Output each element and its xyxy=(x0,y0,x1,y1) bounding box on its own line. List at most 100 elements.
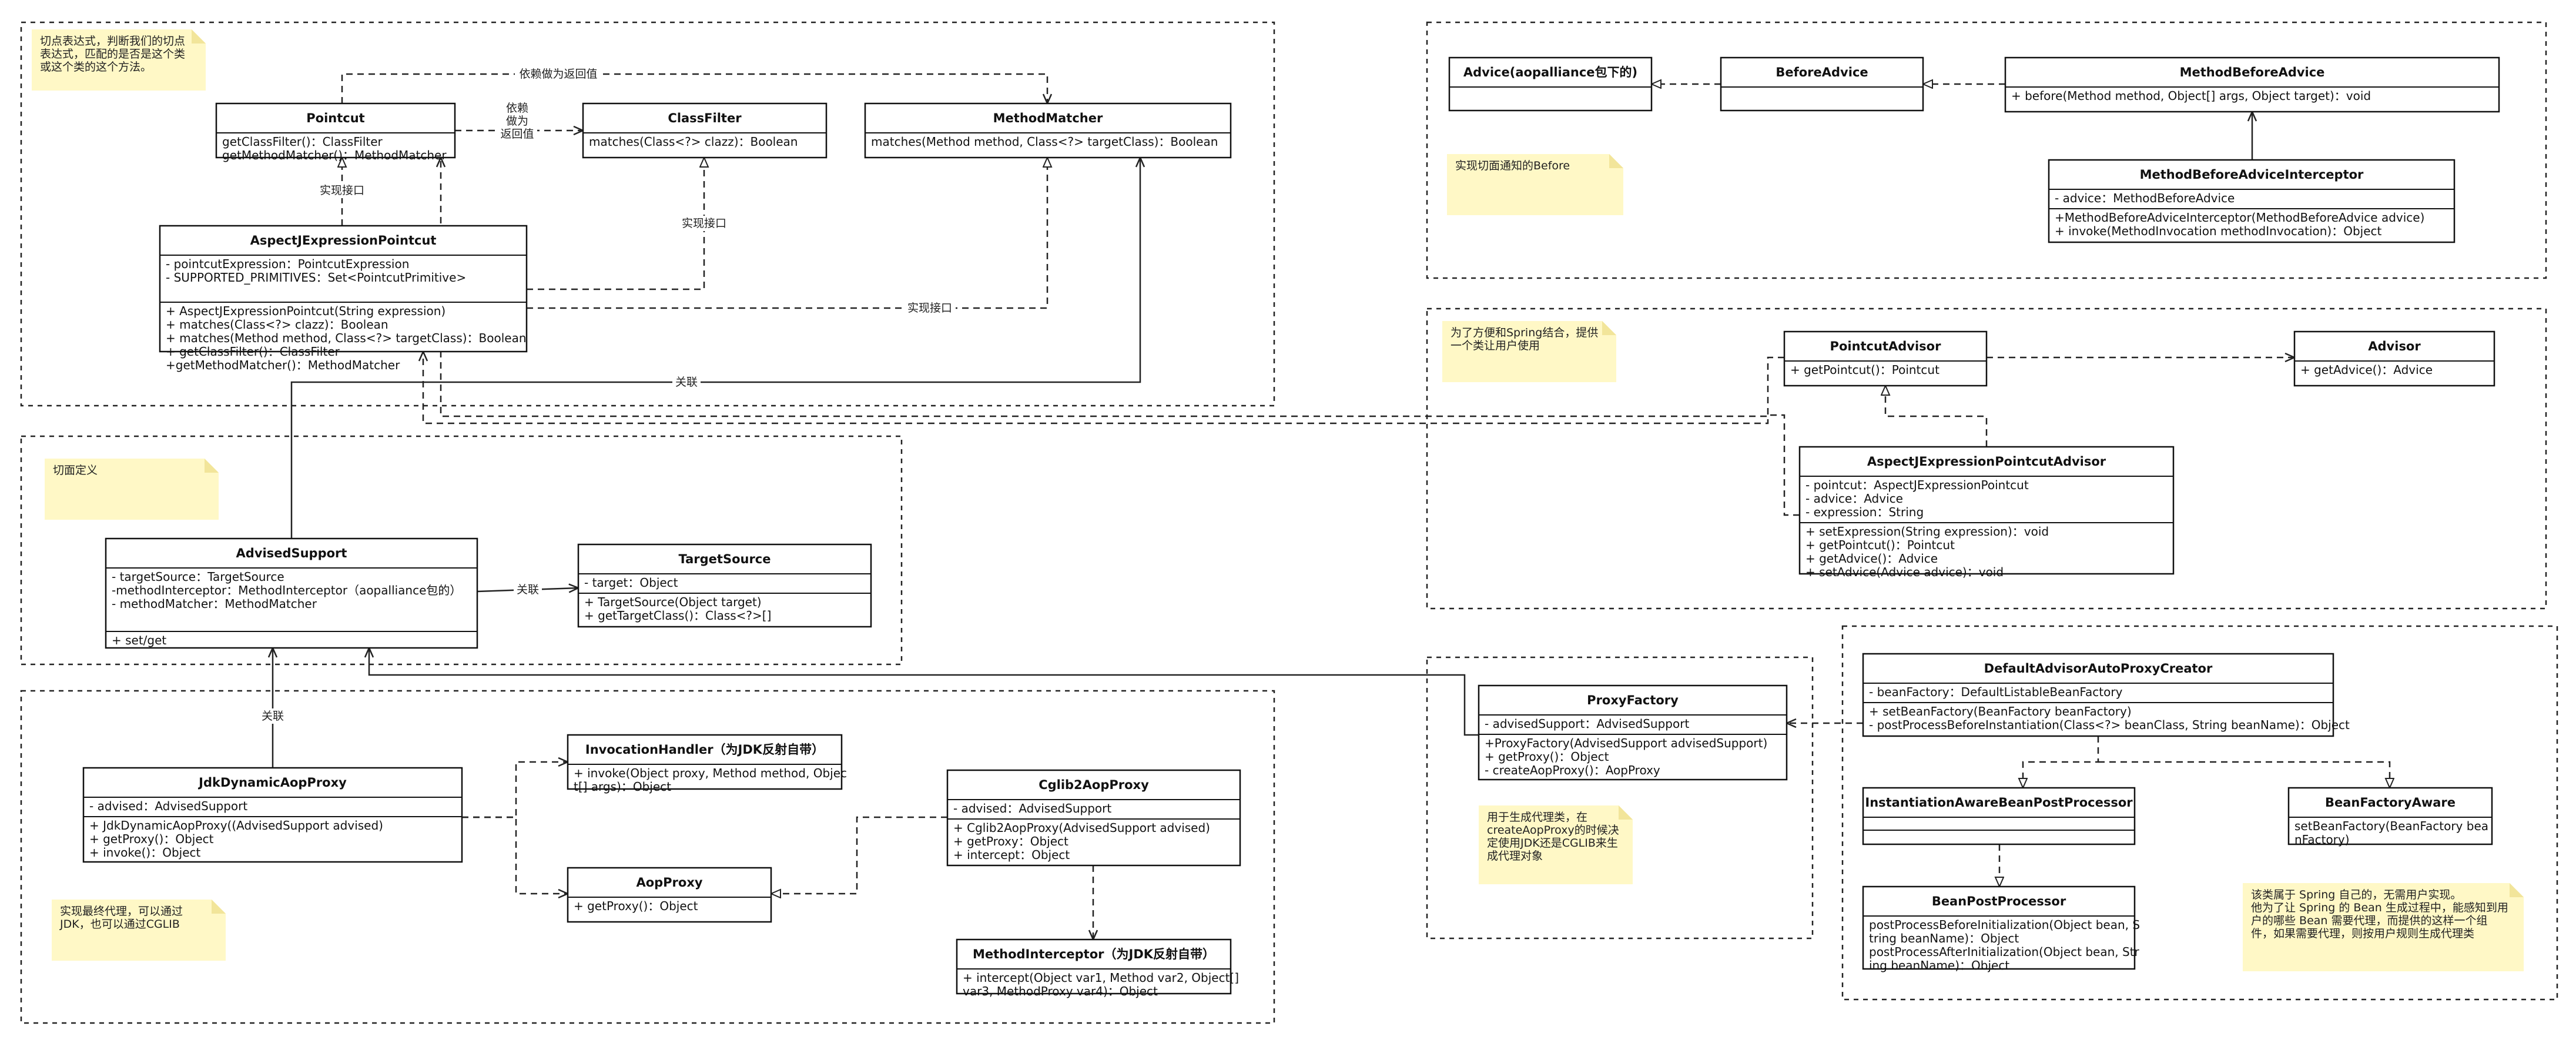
class-operation: + getPointcut()：Pointcut xyxy=(1790,363,1939,377)
edge-label-text: 实现接口 xyxy=(320,184,364,197)
note-fold xyxy=(1602,321,1616,335)
class-operation: getMethodMatcher()：MethodMatcher xyxy=(222,148,447,162)
class-advisor[interactable]: Advisor+ getAdvice()：Advice xyxy=(2293,330,2495,387)
class-title: DefaultAdvisorAutoProxyCreator xyxy=(1984,661,2213,676)
class-operation: + before(Method method, Object[] args, O… xyxy=(2011,89,2371,103)
class-title: InvocationHandler（为JDK反射自带） xyxy=(585,743,824,757)
class-bpp[interactable]: BeanPostProcessorpostProcessBeforeInitia… xyxy=(1862,885,2140,972)
note-creator-note: 该类属于 Spring 自己的，无需用户实现。他为了让 Spring 的 Bea… xyxy=(2243,883,2524,971)
class-title: MethodBeforeAdviceInterceptor xyxy=(2140,168,2364,182)
note-fold xyxy=(1609,154,1623,168)
class-operation: + AspectJExpressionPointcut(String expre… xyxy=(166,304,445,318)
note-body xyxy=(1479,805,1633,884)
edge-label-text: 返回值 xyxy=(500,128,534,141)
edge-label-text: 关联 xyxy=(517,583,539,596)
class-attribute: - pointcut：AspectJExpressionPointcut xyxy=(1805,478,2029,492)
class-title: JdkDynamicAopProxy xyxy=(197,775,347,790)
class-operation: + Cglib2AopProxy(AdvisedSupport advised) xyxy=(953,821,1210,835)
class-operation: postProcessAfterInitialization(Object be… xyxy=(1869,945,2140,959)
class-cglibproxy[interactable]: Cglib2AopProxy - advised：AdvisedSupport + … xyxy=(946,769,1241,867)
class-aspectjpointcut[interactable]: AspectJExpressionPointcut- pointcutExpre… xyxy=(159,225,528,372)
class-operation: - createAopProxy()：AopProxy xyxy=(1485,763,1660,777)
class-aopproxy[interactable]: AopProxy+ getProxy()：Object xyxy=(567,867,772,923)
note-text: 该类属于 Spring 自己的，无需用户实现。 xyxy=(2251,888,2461,901)
creator-package-frame xyxy=(1841,625,2558,1001)
class-targetsource[interactable]: TargetSource- target：Object+ TargetSourc… xyxy=(577,543,872,628)
class-operation: - postProcessBeforeInstantiation(Class<?… xyxy=(1869,718,2350,732)
class-operation: + set/get xyxy=(112,633,166,647)
edge-label-text: 实现接口 xyxy=(907,302,952,315)
class-title: BeanFactoryAware xyxy=(2325,795,2456,810)
edge-autoproxycreator-iabpp-implements xyxy=(2023,736,2099,788)
class-iabpp[interactable]: InstantiationAwareBeanPostProcessor xyxy=(1862,787,2136,845)
class-pointcut[interactable]: PointcutgetClassFilter()：ClassFiltergetM… xyxy=(215,102,456,162)
class-attribute: - targetSource：TargetSource xyxy=(112,570,284,584)
proxy-package-frame xyxy=(20,690,1275,1024)
note-text: createAopProxy的时候决 xyxy=(1487,824,1619,837)
class-pointcutadvisor[interactable]: PointcutAdvisor+ getPointcut()：Pointcut xyxy=(1783,330,1988,387)
class-title: AspectJExpressionPointcutAdvisor xyxy=(1867,454,2106,469)
class-operation: nFactory) xyxy=(2294,833,2350,847)
class-attribute: - advisedSupport：AdvisedSupport xyxy=(1485,717,1689,731)
class-beforeadvice[interactable]: BeforeAdvice xyxy=(1720,56,1924,112)
class-box xyxy=(1862,787,2136,845)
class-advisedsupport[interactable]: AdvisedSupport- targetSource：TargetSourc… xyxy=(105,537,478,649)
edge-cglib-aopproxy-implements xyxy=(771,816,947,894)
note-text: JDK，也可以通过CGLIB xyxy=(59,918,180,931)
class-operation: + getProxy()：Object xyxy=(574,899,698,913)
note-fold xyxy=(1619,805,1633,820)
edge-aspectj-implements-methodmatcher xyxy=(527,158,1047,309)
note-text: 或这个类的这个方法。 xyxy=(40,61,152,73)
class-operation: setBeanFactory(BeanFactory bea xyxy=(2294,819,2488,833)
class-box xyxy=(567,867,772,923)
class-operation: + setAdvice(Advice advice)：void xyxy=(1805,565,2004,579)
class-attribute: - advised：AdvisedSupport xyxy=(953,801,1111,815)
edge-label-background xyxy=(259,708,287,724)
class-operation: getClassFilter()：ClassFilter xyxy=(222,135,383,149)
class-mbainterceptor[interactable]: MethodBeforeAdviceInterceptor- advice：Me… xyxy=(2048,159,2456,243)
class-methodinterceptor[interactable]: MethodInterceptor（为JDK反射自带）+ intercept(O… xyxy=(956,938,1239,998)
edge-label-text: 依赖 xyxy=(506,102,528,115)
class-methodbeforeadvice[interactable]: MethodBeforeAdvice+ before(Method method… xyxy=(2004,56,2500,113)
class-box xyxy=(2293,330,2495,387)
edge-label-assoc-targetsource: 关联 xyxy=(514,582,542,597)
class-attribute: - beanFactory：DefaultListableBeanFactory xyxy=(1869,685,2123,699)
note-text: 件，如果需要代理，则按用户规则生成代理类 xyxy=(2251,927,2474,940)
class-invocationhandler[interactable]: InvocationHandler（为JDK反射自带） + invoke(Obje… xyxy=(567,734,847,794)
class-bfaware[interactable]: BeanFactoryAware setBeanFactory(BeanFacto… xyxy=(2287,787,2493,847)
class-box xyxy=(2048,159,2456,243)
class-box xyxy=(82,767,463,863)
edge-proxyfactory-advisedsupport-association xyxy=(369,648,1479,736)
class-advice[interactable]: Advice(aopalliance包下的) xyxy=(1448,56,1653,112)
class-operation: + matches(Method method, Class<?> target… xyxy=(166,331,527,345)
note-layer: 切点表达式，判断我们的切点表达式，匹配的是否是这个类或这个类的这个方法。切面定义… xyxy=(32,29,2524,971)
class-operation: t[] args)：Object xyxy=(574,780,671,794)
class-attribute: - methodMatcher：MethodMatcher xyxy=(112,597,317,611)
class-attribute: - expression：String xyxy=(1805,505,1924,519)
class-autoproxycreator[interactable]: DefaultAdvisorAutoProxyCreator - beanFact… xyxy=(1862,653,2350,737)
class-box xyxy=(2287,787,2493,845)
class-operation: + invoke(Object proxy, Method method, Ob… xyxy=(574,766,847,780)
class-aspectjadvisor[interactable]: AspectJExpressionPointcutAdvisor - pointc… xyxy=(1798,446,2175,579)
edge-label-assoc-advised-matcher: 关联 xyxy=(672,375,701,390)
class-operation: + getProxy()：Object xyxy=(1485,750,1609,764)
class-title: Cglib2AopProxy xyxy=(1039,778,1149,792)
class-box xyxy=(105,537,478,649)
class-proxyfactory[interactable]: ProxyFactory- advisedSupport：AdvisedSupp… xyxy=(1478,684,1788,781)
note-text: 实现最终代理，可以通过 xyxy=(60,905,183,918)
class-title: ClassFilter xyxy=(668,111,742,125)
class-box xyxy=(1862,653,2334,737)
class-jdkproxy[interactable]: JdkDynamicAopProxy- advised：AdvisedSuppo… xyxy=(82,767,463,863)
class-operation: + setBeanFactory(BeanFactory beanFactory… xyxy=(1869,704,2132,718)
class-box xyxy=(956,938,1232,995)
edge-aspectjadvisor-pointcutadvisor-implements xyxy=(1885,386,1988,447)
edge-label-impl-pointcut: 实现接口 xyxy=(316,183,368,198)
class-box xyxy=(567,734,843,790)
edge-label-background xyxy=(904,300,956,316)
class-title: MethodInterceptor（为JDK反射自带） xyxy=(973,947,1215,961)
class-operation: postProcessBeforeInitialization(Object b… xyxy=(1869,918,2140,932)
